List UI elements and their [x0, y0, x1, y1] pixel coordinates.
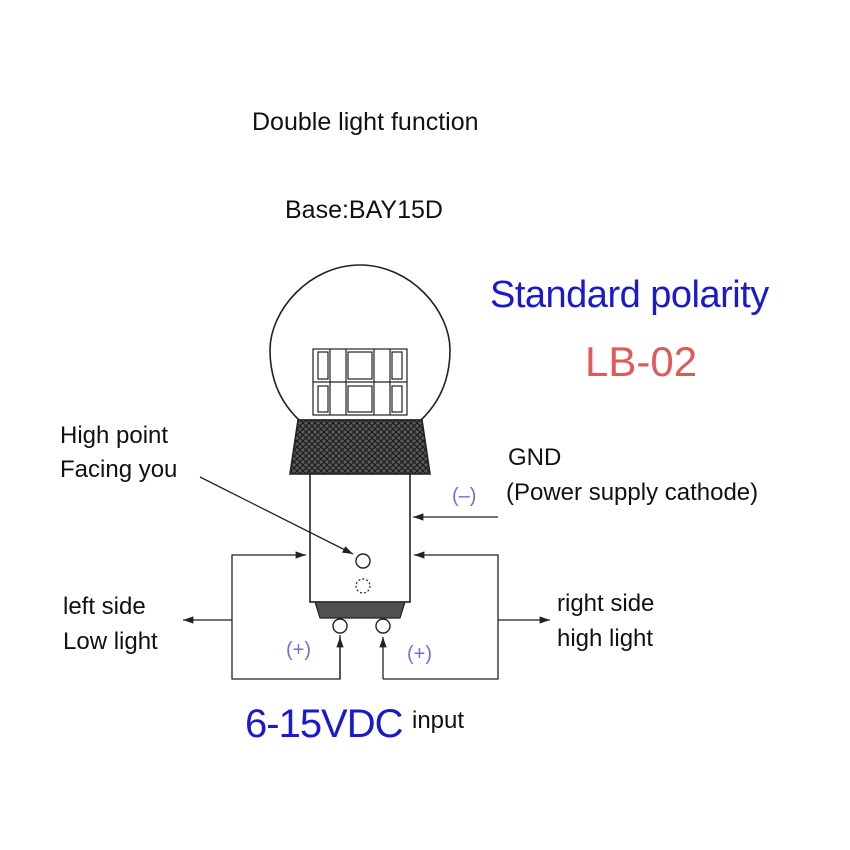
facing-you-label: Facing you — [60, 456, 178, 483]
gnd-description: (Power supply cathode) — [506, 479, 759, 506]
low-point-pin — [355, 578, 371, 594]
right-plus-sign: (+) — [407, 643, 432, 665]
base-insulator — [314, 601, 406, 619]
left-contact — [332, 618, 348, 634]
input-label: input — [412, 707, 465, 734]
bulb-collar — [289, 419, 431, 475]
left-side-label: left side — [63, 593, 146, 620]
high-point-pin — [355, 553, 371, 569]
low-light-label: Low light — [63, 628, 158, 655]
base-label: Base:BAY15D — [285, 196, 443, 224]
gnd-polarity-sign: (–) — [452, 485, 477, 507]
right-wire-loop — [383, 551, 499, 680]
led-array — [312, 348, 408, 416]
bulb-glass — [269, 264, 451, 421]
right-side-label: right side — [557, 590, 655, 617]
gnd-label: GND — [508, 444, 562, 471]
voltage-label: 6-15VDC — [245, 702, 404, 746]
high-point-label: High point — [60, 422, 169, 449]
left-plus-sign: (+) — [286, 639, 311, 661]
right-contact — [375, 618, 391, 634]
model-label: LB-02 — [585, 338, 698, 385]
bulb-base — [309, 473, 411, 603]
high-light-label: high light — [557, 625, 654, 652]
polarity-title: Standard polarity — [490, 274, 769, 316]
high-point-leader — [199, 476, 354, 555]
diagram-title: Double light function — [252, 108, 479, 136]
